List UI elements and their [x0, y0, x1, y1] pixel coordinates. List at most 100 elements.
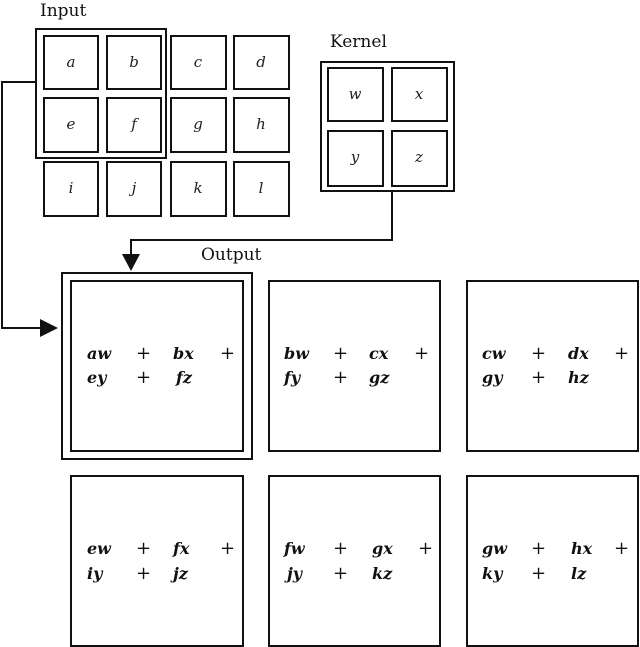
input-cell: [106, 35, 162, 90]
input-cell: [43, 35, 99, 90]
output-cell: cw + dx + gy + hz: [466, 280, 639, 452]
input-receptive-field-frame: [35, 28, 167, 159]
input-cell: [106, 161, 162, 217]
input-cell-label: h: [256, 115, 266, 133]
input-to-output-connector: [1, 81, 42, 329]
input-cell: [233, 97, 290, 153]
input-cell: [233, 161, 290, 217]
input-cell-label: a: [67, 53, 76, 71]
output-term: fy: [283, 368, 302, 387]
kernel-grid: w x y z: [320, 61, 455, 192]
input-cell-label: e: [67, 115, 76, 133]
input-title: Input: [40, 1, 86, 21]
output-term: cx: [369, 344, 389, 363]
kernel-cell: [327, 130, 384, 187]
kernel-cell-label: w: [349, 85, 362, 103]
kernel-arrowhead: [122, 254, 140, 271]
output-term: kz: [372, 564, 393, 583]
output-cell-box: [70, 475, 244, 647]
output-term: hx: [571, 539, 593, 558]
input-cell-label: k: [193, 179, 202, 197]
output-term: fx: [172, 539, 190, 558]
plus-sign: +: [614, 343, 629, 364]
input-cell-label: j: [129, 179, 137, 197]
output-term: gw: [482, 539, 508, 558]
output-term: dx: [568, 344, 589, 363]
input-cell-label: l: [259, 179, 264, 197]
input-cell: [43, 161, 99, 217]
output-term: ey: [87, 368, 108, 387]
output-term: gz: [369, 368, 390, 387]
output-term: aw: [87, 344, 112, 363]
plus-sign: +: [136, 367, 151, 388]
output-term: jz: [170, 564, 189, 583]
kernel-cell-label: x: [415, 85, 424, 103]
plus-sign: +: [418, 538, 433, 559]
input-cell-label: i: [69, 179, 74, 197]
input-cell: [170, 35, 227, 90]
output-term: fw: [283, 539, 306, 558]
plus-sign: +: [414, 343, 429, 364]
output-cell: fw + gx + jy + kz: [268, 475, 441, 647]
plus-sign: +: [333, 563, 348, 584]
plus-sign: +: [531, 343, 546, 364]
output-term: bx: [173, 344, 194, 363]
output-cell-box: [70, 280, 244, 452]
output-grid: aw + bx + ey + fz bw + cx + fy + gz cw +…: [70, 280, 639, 647]
output-cell: aw + bx + ey + fz: [70, 280, 244, 452]
kernel-cell-label: y: [350, 148, 360, 166]
output-term: cw: [482, 344, 507, 363]
input-cell-label: d: [256, 53, 266, 71]
output-cell-box: [268, 280, 441, 452]
output-cell: ew + fx + iy + jz: [70, 475, 244, 647]
input-cell: [106, 97, 162, 153]
kernel-to-output-connector: [130, 191, 393, 256]
kernel-cell-label: z: [414, 148, 423, 166]
output-term: gy: [482, 368, 504, 387]
output-cell: bw + cx + fy + gz: [268, 280, 441, 452]
output-term: hz: [568, 368, 590, 387]
kernel-cell: [327, 67, 384, 122]
output-title: Output: [201, 245, 262, 265]
output-term: ew: [87, 539, 112, 558]
output-cell-box: [268, 475, 441, 647]
input-cell-label: c: [194, 53, 203, 71]
output-term: lz: [571, 564, 587, 583]
output-cell: gw + hx + ky + lz: [466, 475, 639, 647]
output-highlight-frame: [61, 272, 253, 460]
output-term: jy: [284, 564, 304, 583]
plus-sign: +: [136, 563, 151, 584]
plus-sign: +: [333, 343, 348, 364]
input-cell: [43, 97, 99, 153]
output-term: iy: [87, 564, 104, 583]
output-term: bw: [284, 344, 310, 363]
output-cell-box: [466, 280, 639, 452]
output-term: fz: [175, 368, 193, 387]
input-cell-label: b: [129, 53, 139, 71]
input-cell: [170, 161, 227, 217]
plus-sign: +: [531, 563, 546, 584]
plus-sign: +: [136, 343, 151, 364]
input-arrowhead: [40, 319, 58, 337]
input-grid: a b c d e f g h i j k l: [43, 35, 290, 217]
kernel-title: Kernel: [330, 32, 387, 52]
output-cell-box: [466, 475, 639, 647]
input-cell-label: g: [193, 115, 203, 133]
plus-sign: +: [531, 367, 546, 388]
plus-sign: +: [333, 538, 348, 559]
kernel-frame: [320, 61, 455, 192]
plus-sign: +: [220, 343, 235, 364]
input-cell: [170, 97, 227, 153]
plus-sign: +: [136, 538, 151, 559]
plus-sign: +: [531, 538, 546, 559]
input-cell-label: f: [130, 115, 139, 133]
kernel-cell: [391, 130, 448, 187]
plus-sign: +: [220, 538, 235, 559]
input-cell: [233, 35, 290, 90]
output-term: ky: [482, 564, 504, 583]
plus-sign: +: [333, 367, 348, 388]
output-term: gx: [372, 539, 393, 558]
kernel-cell: [391, 67, 448, 122]
plus-sign: +: [614, 538, 629, 559]
